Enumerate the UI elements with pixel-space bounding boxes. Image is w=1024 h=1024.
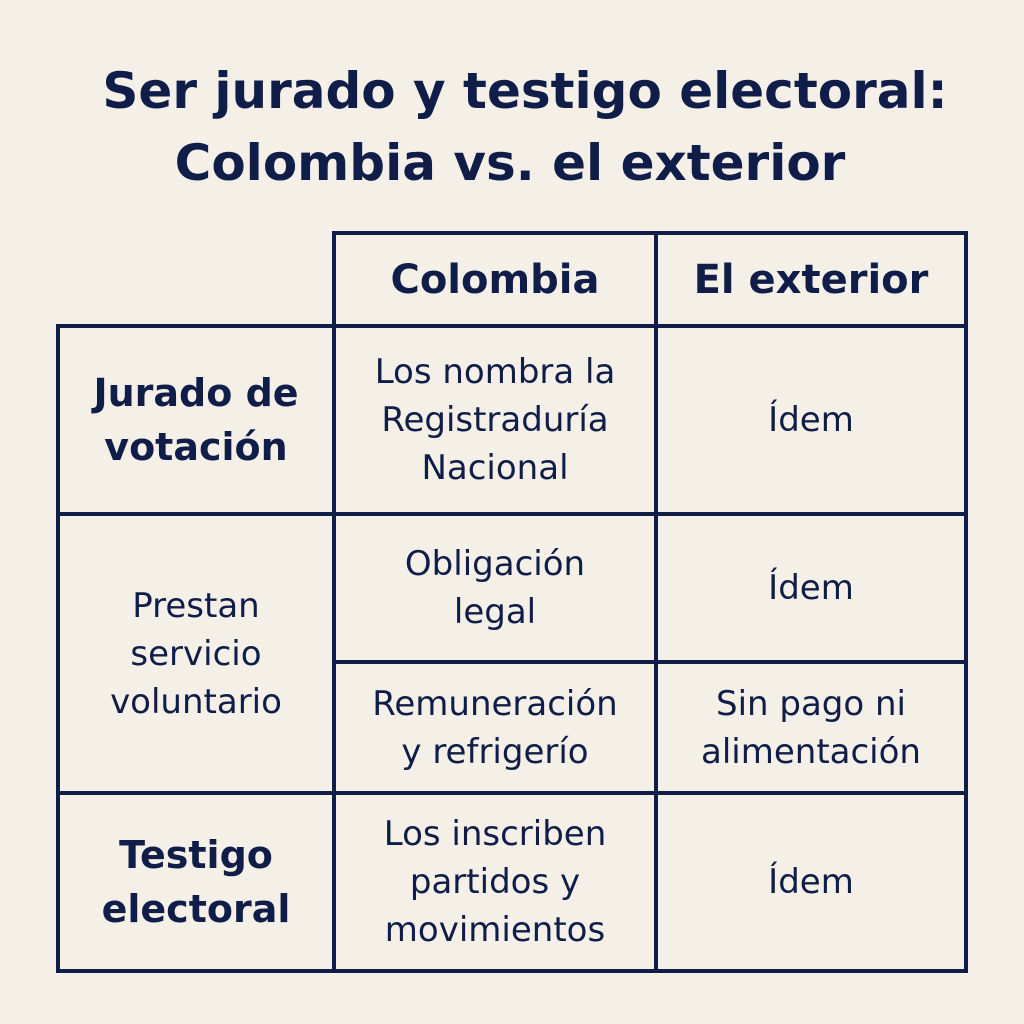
table-border (654, 231, 658, 973)
cell-remuneracion-colombia: Remuneración y refrigerío (372, 683, 618, 772)
column-header-colombia: Colombia (390, 256, 600, 303)
table-border (56, 324, 60, 973)
title-line-2: Colombia vs. el exterior (174, 134, 846, 192)
row-label-jurado: Jurado de votación (93, 371, 299, 469)
cell-obligacion-exterior: Ídem (768, 568, 854, 608)
cell-remuneracion-exterior: Sin pago ni alimentación (701, 683, 921, 772)
row-label-testigo: Testigo electoral (101, 833, 291, 931)
table-border (56, 324, 968, 328)
table-border (332, 231, 336, 973)
table-border (333, 660, 968, 664)
table-border (333, 231, 968, 235)
cell-obligacion-colombia: Obligación legal (404, 544, 586, 632)
cell-testigo-exterior: Ídem (768, 862, 854, 902)
cell-testigo-colombia: Los inscriben partidos y movimientos (383, 814, 607, 950)
table-border (964, 231, 968, 973)
cell-jurado-colombia: Los nombra la Registraduría Nacional (374, 352, 616, 488)
row-label-servicio: Prestan servicio voluntario (110, 585, 282, 722)
table-border (56, 512, 968, 516)
table-border (56, 791, 968, 795)
title-line-1: Ser jurado y testigo electoral: (102, 62, 948, 120)
column-header-exterior: El exterior (693, 256, 929, 303)
table-border (56, 969, 968, 973)
cell-jurado-exterior: Ídem (768, 400, 854, 440)
